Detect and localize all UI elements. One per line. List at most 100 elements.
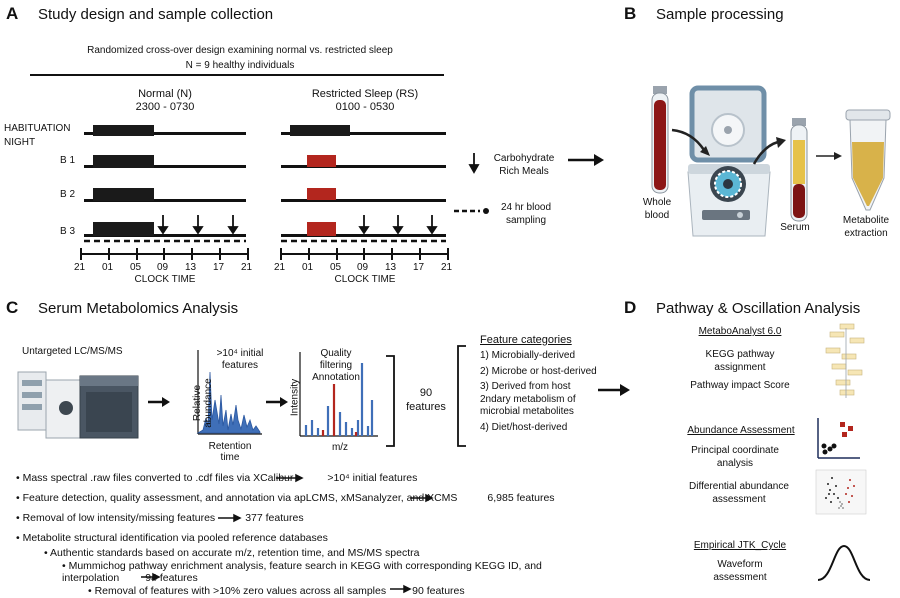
row-label-b1: B 1: [60, 155, 76, 166]
step-3: • Removal of low intensity/missing featu…: [16, 512, 304, 524]
differential-label: Differential abundance assessment: [689, 481, 789, 505]
waveform-icon: [817, 544, 871, 581]
category-4: 4) Diet/host-derived: [480, 421, 568, 433]
normal-b1-line: [84, 165, 246, 168]
sample-processing-illustration: [651, 85, 891, 237]
waveform-label: Waveform assessment: [713, 559, 767, 583]
design-description: Randomized cross-over design examining n…: [87, 45, 393, 56]
step-1-result: >10⁴ initial features: [327, 472, 418, 484]
centrifuge: [687, 85, 771, 237]
normal-tick-05: 05: [130, 262, 142, 273]
pcoa-label: Principal coordinate analysis: [691, 445, 779, 469]
serum-tube: [790, 118, 808, 222]
restricted-tick-21a: 21: [274, 262, 286, 273]
substep-3: • Removal of features with >10% zero val…: [88, 585, 465, 597]
restricted-b3-line: [281, 234, 446, 237]
restricted-b3-sleep: [307, 222, 336, 236]
substep-1: • Authentic standards based on accurate …: [44, 547, 420, 559]
whole-blood-tube: [651, 86, 669, 194]
restricted-tick-13: 13: [385, 262, 397, 273]
restricted-tick-09: 09: [357, 262, 369, 273]
instrument-label: Untargeted LC/MS/MS: [22, 346, 123, 357]
step-2: • Feature detection, quality assessment,…: [16, 492, 555, 504]
extraction-label: Metabolite extraction: [842, 215, 890, 239]
ms-note-annotation: Annotation: [312, 372, 360, 383]
sample-size: N = 9 healthy individuals: [185, 60, 295, 71]
panel-a-letter: A: [6, 4, 19, 23]
restricted-b2-line: [281, 199, 446, 202]
chromatogram-xlabel: Retention time: [208, 441, 252, 463]
extraction-tube: [845, 109, 891, 211]
row-label-b3: B 3: [60, 226, 76, 237]
step-3-text: Removal of low intensity/missing feature…: [22, 512, 216, 524]
features-bracket-left: [386, 355, 395, 447]
lcms-instrument: [17, 371, 139, 439]
restricted-habituation-sleep: [290, 125, 350, 136]
normal-tick-01: 01: [102, 262, 114, 273]
normal-b2-line: [84, 199, 246, 202]
restricted-tick-05: 05: [330, 262, 342, 273]
substep-3-text: Removal of features with >10% zero value…: [94, 585, 387, 597]
step-2-result: 6,985 features: [487, 492, 555, 504]
restricted-title: Restricted Sleep (RS): [311, 88, 419, 100]
normal-b3-line: [84, 234, 246, 237]
ms-note-filtering: Quality filtering: [319, 348, 353, 371]
panel-c-letter: C: [6, 298, 19, 317]
jtk-title: Empirical JTK_Cycle: [693, 540, 787, 551]
restricted-tick-17: 17: [413, 262, 425, 273]
restricted-b1-sleep: [307, 155, 336, 167]
panel-d-illustrations: [815, 323, 871, 581]
restricted-b1-line: [281, 165, 446, 168]
restricted-axis-label: CLOCK TIME: [334, 274, 396, 285]
steps-list: • Mass spectral .raw files converted to …: [16, 471, 616, 598]
normal-title: Normal (N): [138, 88, 192, 100]
normal-time: 2300 - 0730: [135, 101, 195, 113]
restricted-b2-sleep: [307, 188, 336, 200]
restricted-meal-arrows: [358, 215, 438, 235]
normal-tick-17: 17: [213, 262, 225, 273]
chromatogram: [196, 350, 262, 435]
normal-habituation-line: [84, 132, 246, 135]
mass-spectrum: [299, 352, 378, 437]
volcano-plot-icon: [815, 469, 867, 515]
meal-legend-label: Carbohydrate Rich Meals: [493, 153, 555, 177]
panel-d-letter: D: [624, 298, 637, 317]
step-1: • Mass spectral .raw files converted to …: [16, 472, 418, 484]
ms-xlabel: m/z: [331, 442, 349, 453]
step-2-text: Feature detection, quality assessment, a…: [22, 492, 458, 504]
pathway-impact: Pathway impact Score: [690, 380, 790, 391]
step-arrows: [141, 473, 434, 594]
category-3: 3) Derived from host 2ndary metabolism o…: [480, 381, 576, 417]
restricted-habituation-line: [281, 132, 446, 135]
panel-b-title: Sample processing: [656, 6, 784, 23]
panel-d-title: Pathway & Oscillation Analysis: [656, 300, 861, 317]
normal-habituation-sleep: [93, 125, 154, 136]
restricted-tick-01: 01: [302, 262, 314, 273]
pcoa-plot-icon: [817, 418, 860, 459]
row-label-habituation: HABITUATION NIGHT: [4, 123, 71, 148]
categories-title: Feature categories: [480, 334, 572, 346]
step-4-text: Metabolite structural identification via…: [22, 532, 328, 544]
category-2: 2) Microbe or host-derived: [480, 365, 597, 377]
row-label-b2: B 2: [60, 189, 76, 200]
pathway-flow-icon: [825, 323, 865, 398]
panel-b-letter: B: [624, 4, 637, 23]
normal-tick-13: 13: [185, 262, 197, 273]
step-3-result: 377 features: [245, 512, 304, 524]
normal-b3-sleep: [93, 222, 154, 236]
normal-b2-sleep: [93, 188, 154, 201]
normal-tick-09: 09: [157, 262, 169, 273]
restricted-time: 0100 - 0530: [335, 101, 395, 113]
design-divider: [30, 74, 444, 76]
metaboanalyst-title: MetaboAnalyst 6.0: [698, 326, 782, 337]
substep-2: • Mummichog pathway enrichment analysis,…: [62, 560, 542, 584]
normal-b1-sleep: [93, 155, 154, 168]
features-count: 90 features: [406, 387, 446, 413]
chromatogram-ylabel: Relative abundance: [192, 378, 214, 428]
features-bracket-right: [457, 345, 466, 447]
normal-axis-label: CLOCK TIME: [134, 274, 196, 285]
substep-2-text: Mummichog pathway enrichment analysis, f…: [62, 560, 542, 584]
restricted-clock-axis: [280, 248, 449, 260]
